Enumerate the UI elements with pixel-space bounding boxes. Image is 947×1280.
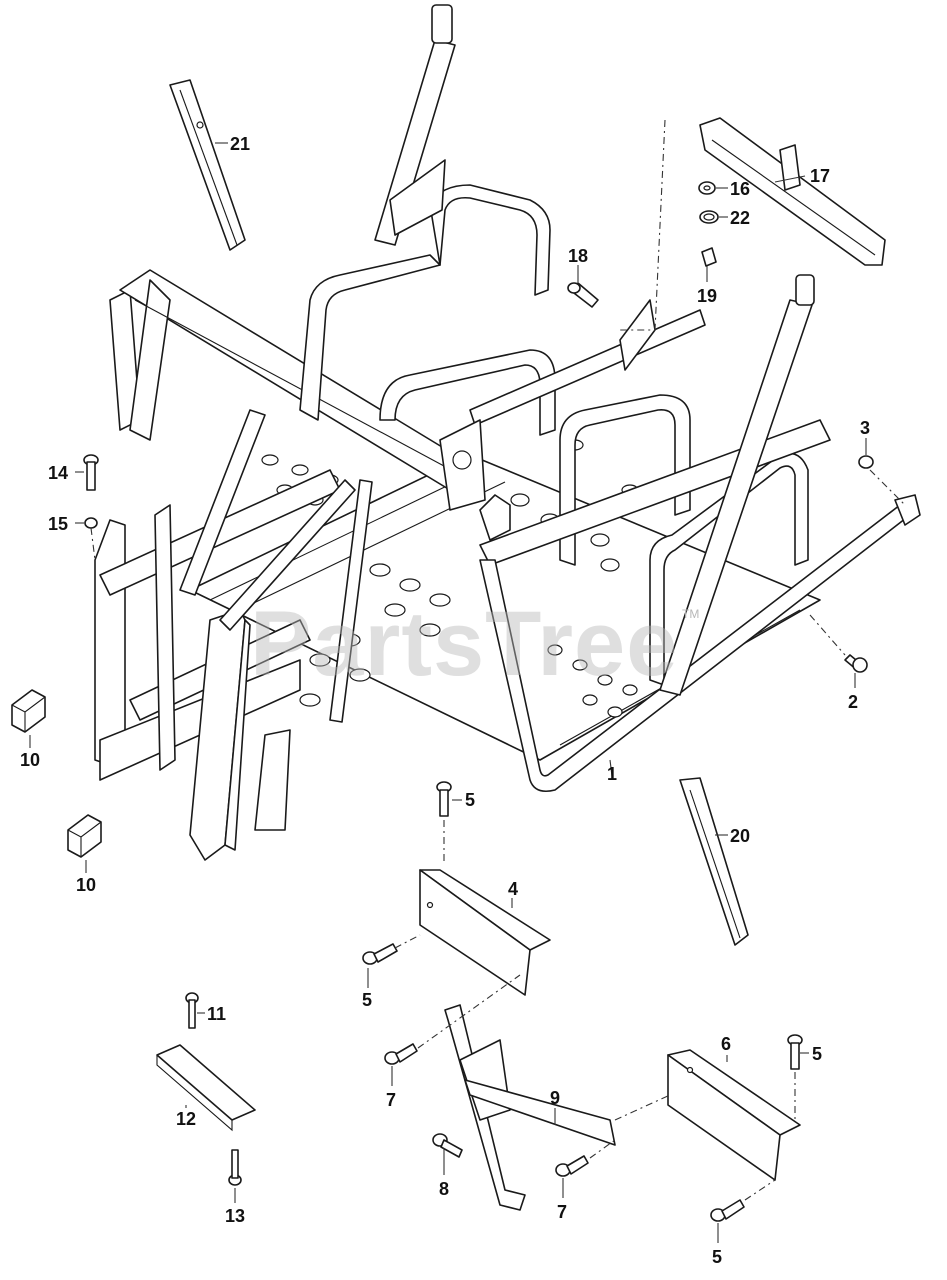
main-frame[interactable]: [94, 4, 921, 861]
callout-4[interactable]: 4: [508, 879, 518, 899]
part-17-crossbar[interactable]: [699, 117, 886, 266]
part-12-plate[interactable]: [156, 1044, 256, 1132]
part-6-plate[interactable]: [667, 1049, 801, 1181]
part-15-nut[interactable]: [84, 517, 98, 529]
callout-22[interactable]: 22: [730, 208, 750, 228]
callout-17[interactable]: 17: [810, 166, 830, 186]
callout-2[interactable]: 2: [848, 692, 858, 712]
part-9-bracket[interactable]: [444, 1004, 616, 1211]
callout-10-lower[interactable]: 10: [76, 875, 96, 895]
callout-20[interactable]: 20: [730, 826, 750, 846]
part-4-plate[interactable]: [419, 869, 551, 996]
callout-9[interactable]: 9: [550, 1088, 560, 1108]
callout-7-right[interactable]: 7: [557, 1202, 567, 1222]
callout-7-left[interactable]: 7: [386, 1090, 396, 1110]
part-2-bolt[interactable]: [844, 654, 868, 673]
part-21-bracket[interactable]: [169, 79, 246, 251]
callout-10-upper[interactable]: 10: [20, 750, 40, 770]
part-16-nut[interactable]: [698, 181, 716, 195]
part-5-bolt-bottom[interactable]: [710, 1199, 745, 1222]
part-5-bolt-left[interactable]: [362, 943, 398, 965]
leader-lines: [29, 142, 867, 1243]
watermark-trademark: TM: [682, 607, 699, 621]
callout-5-bottom[interactable]: 5: [712, 1247, 722, 1267]
callout-16[interactable]: 16: [730, 179, 750, 199]
assembly-lines: [90, 119, 906, 1201]
callout-21[interactable]: 21: [230, 134, 250, 154]
part-20-bracket[interactable]: [679, 777, 749, 946]
part-7-bolt-left[interactable]: [384, 1043, 418, 1065]
callout-5-right[interactable]: 5: [812, 1044, 822, 1064]
callout-11[interactable]: 11: [207, 1004, 226, 1024]
part-11-bolt[interactable]: [185, 992, 199, 1029]
callout-14[interactable]: 14: [48, 463, 68, 483]
callout-6[interactable]: 6: [721, 1034, 731, 1054]
callout-8[interactable]: 8: [439, 1179, 449, 1199]
part-14-bolt[interactable]: [83, 454, 99, 491]
callout-15[interactable]: 15: [48, 514, 68, 534]
part-3-nut[interactable]: [858, 455, 874, 469]
part-13-bolt[interactable]: [228, 1149, 242, 1186]
part-5-bolt-right[interactable]: [787, 1034, 803, 1070]
part-8-bolt[interactable]: [432, 1133, 463, 1158]
part-10-cap-upper[interactable]: [11, 689, 46, 733]
callout-5-left[interactable]: 5: [362, 990, 372, 1010]
callout-13[interactable]: 13: [225, 1206, 245, 1226]
part-5-bolt-top[interactable]: [436, 781, 452, 817]
part-10-cap-lower[interactable]: [67, 814, 102, 858]
callout-12[interactable]: 12: [176, 1109, 196, 1129]
callouts: 21 17 16 22 19 18 3 2 14 15 10 10 1 20 5…: [20, 134, 870, 1267]
callout-5-top[interactable]: 5: [465, 790, 475, 810]
watermark-text: PartsTree: [250, 593, 678, 695]
part-22-washer[interactable]: [699, 210, 719, 224]
callout-1[interactable]: 1: [607, 764, 617, 784]
part-19-nut[interactable]: [701, 247, 717, 267]
callout-19[interactable]: 19: [697, 286, 717, 306]
part-18-bolt[interactable]: [567, 282, 599, 308]
callout-18[interactable]: 18: [568, 246, 588, 266]
callout-3[interactable]: 3: [860, 418, 870, 438]
part-7-bolt-right[interactable]: [555, 1155, 589, 1177]
